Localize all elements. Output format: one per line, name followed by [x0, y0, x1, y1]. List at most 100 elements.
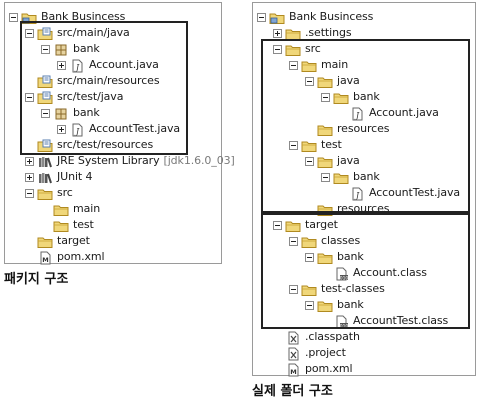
- tree-item[interactable]: bank: [321, 169, 380, 185]
- tree-item-label: test-classes: [321, 282, 385, 295]
- tree-item[interactable]: .classpath: [273, 329, 360, 345]
- tree-item[interactable]: main: [289, 57, 348, 73]
- tree-item-label: bank: [353, 90, 380, 103]
- tree-item[interactable]: src/test/java: [25, 89, 123, 105]
- tree-item-label: src/test/resources: [57, 138, 154, 151]
- collapse-icon[interactable]: [305, 300, 314, 310]
- java-file-icon: J: [69, 122, 85, 137]
- tree-item-label: main: [321, 58, 349, 71]
- tree-item[interactable]: bank: [41, 105, 100, 121]
- source-folder-icon: [37, 138, 53, 152]
- svg-text:J: J: [354, 191, 360, 200]
- tree-item[interactable]: JRE System Library[jdk1.6.0_03]: [25, 153, 235, 169]
- tree-item[interactable]: .project: [273, 345, 346, 361]
- collapse-icon[interactable]: [9, 12, 18, 22]
- tree-item-label: test: [73, 218, 94, 231]
- tree-item[interactable]: target: [25, 233, 90, 249]
- tree-item[interactable]: java: [305, 73, 360, 89]
- tree-item[interactable]: src/test/resources: [25, 137, 153, 153]
- svg-text:010: 010: [340, 323, 349, 329]
- tree-item-label: .settings: [305, 26, 352, 39]
- java-file-icon: J: [349, 186, 365, 201]
- tree-item-label: test: [321, 138, 342, 151]
- folder-icon: [317, 154, 333, 168]
- class-file-icon: 010: [333, 314, 349, 329]
- folder-icon: [53, 218, 69, 232]
- package-icon: [53, 106, 69, 120]
- tree-item[interactable]: JUnit 4: [25, 169, 93, 185]
- tree-item[interactable]: bank: [321, 89, 380, 105]
- folder-icon: [333, 90, 349, 104]
- tree-item[interactable]: Bank Busincess: [257, 9, 373, 25]
- tree-item[interactable]: test: [41, 217, 94, 233]
- collapse-icon[interactable]: [289, 140, 298, 150]
- tree-item-label: bank: [73, 106, 100, 119]
- collapse-icon[interactable]: [289, 236, 298, 246]
- tree-item[interactable]: src: [273, 41, 321, 57]
- tree-item[interactable]: src/main/resources: [25, 73, 160, 89]
- tree-item[interactable]: classes: [289, 233, 360, 249]
- collapse-icon[interactable]: [25, 28, 34, 38]
- tree-item[interactable]: java: [305, 153, 360, 169]
- folder-icon: [333, 170, 349, 184]
- collapse-icon[interactable]: [289, 60, 298, 70]
- collapse-icon[interactable]: [321, 172, 330, 182]
- collapse-icon[interactable]: [25, 92, 34, 102]
- tree-item[interactable]: bank: [305, 297, 364, 313]
- expand-icon[interactable]: [25, 156, 34, 166]
- tree-item[interactable]: target: [273, 217, 338, 233]
- xml-file-icon: [285, 346, 301, 361]
- tree-item[interactable]: resources: [305, 121, 390, 137]
- tree-item[interactable]: src/main/java: [25, 25, 130, 41]
- tree-item[interactable]: src: [25, 185, 73, 201]
- tree-item-label: Account.java: [89, 58, 159, 71]
- collapse-icon[interactable]: [257, 12, 266, 22]
- tree-item-suffix: [jdk1.6.0_03]: [163, 154, 235, 167]
- tree-item-label: bank: [337, 250, 364, 263]
- collapse-icon[interactable]: [273, 220, 282, 230]
- collapse-icon[interactable]: [321, 92, 330, 102]
- library-icon: [37, 154, 53, 168]
- expand-icon[interactable]: [25, 172, 34, 182]
- collapse-icon[interactable]: [305, 76, 314, 86]
- tree-item[interactable]: bank: [41, 41, 100, 57]
- tree-item-label: Account.class: [353, 266, 427, 279]
- expand-icon[interactable]: [57, 60, 66, 70]
- tree-item-label: src: [305, 42, 321, 55]
- collapse-icon[interactable]: [305, 156, 314, 166]
- java-file-icon: J: [349, 106, 365, 121]
- expand-icon[interactable]: [273, 28, 282, 38]
- package-icon: [53, 42, 69, 56]
- tree-item[interactable]: main: [41, 201, 100, 217]
- collapse-icon[interactable]: [41, 108, 50, 118]
- collapse-icon[interactable]: [305, 252, 314, 262]
- expand-icon[interactable]: [57, 124, 66, 134]
- project-icon: [269, 10, 285, 24]
- tree-item-label: Bank Busincess: [41, 10, 126, 23]
- tree-item-label: bank: [73, 42, 100, 55]
- tree-item[interactable]: test: [289, 137, 342, 153]
- tree-item[interactable]: bank: [305, 249, 364, 265]
- collapse-icon[interactable]: [41, 44, 50, 54]
- tree-item[interactable]: .settings: [273, 25, 352, 41]
- right-caption: 실제 폴더 구조: [252, 384, 333, 399]
- maven-file-icon: M: [285, 362, 301, 377]
- folder-icon: [317, 298, 333, 312]
- tree-item[interactable]: test-classes: [289, 281, 385, 297]
- tree-item[interactable]: 010 AccountTest.class: [321, 313, 448, 329]
- left-caption: 패키지 구조: [4, 272, 69, 287]
- tree-item-label: AccountTest.class: [353, 314, 449, 327]
- collapse-icon[interactable]: [25, 188, 34, 198]
- collapse-icon[interactable]: [273, 44, 282, 54]
- tree-item-label: classes: [321, 234, 361, 247]
- collapse-icon[interactable]: [289, 284, 298, 294]
